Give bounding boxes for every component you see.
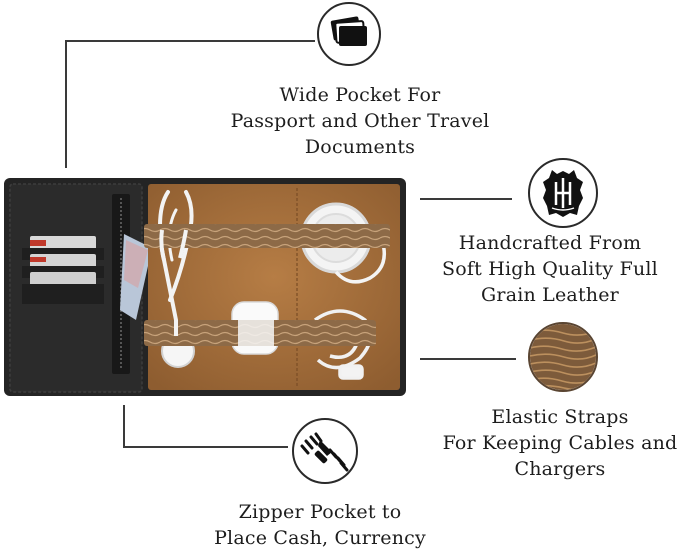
wide-pocket-line-1: Wide Pocket For [279,84,441,106]
connector-zipper-horizontal [123,446,288,448]
zipper-icon [292,418,358,484]
wide-pocket-line-2: Passport and Other Travel [230,110,490,132]
connector-handcrafted [420,198,512,200]
elastic-straps-line-2: For Keeping Cables and [442,432,678,454]
elastic-strap-swatch-icon [528,322,598,392]
elastic-strap-top [144,224,390,248]
handcrafted-line-3: Grain Leather [481,284,619,306]
connector-zipper-vertical [123,405,125,447]
handcrafted-caption: Handcrafted From Soft High Quality Full … [420,230,679,308]
leather-hide-emblem-icon [528,158,598,228]
elastic-straps-line-3: Chargers [514,458,606,480]
cable-organizer-photo [4,178,406,396]
wide-pocket-caption: Wide Pocket For Passport and Other Trave… [200,82,520,160]
connector-wide-pocket-horizontal [65,40,315,42]
connector-wide-pocket-vertical [65,40,67,168]
connector-elastic-straps [420,358,516,360]
zipper-pocket-line-2: Place Cash, Currency [214,527,426,549]
zipper-pocket-caption: Zipper Pocket to Place Cash, Currency [190,499,450,551]
documents-icon [317,2,381,66]
handcrafted-line-1: Handcrafted From [458,232,642,254]
zipper-pocket-line-1: Zipper Pocket to [238,501,402,523]
elastic-straps-caption: Elastic Straps For Keeping Cables and Ch… [430,404,679,482]
handcrafted-line-2: Soft High Quality Full [442,258,658,280]
wide-pocket-line-3: Documents [304,136,416,158]
elastic-straps-line-1: Elastic Straps [491,406,629,428]
card-slots [22,236,104,304]
